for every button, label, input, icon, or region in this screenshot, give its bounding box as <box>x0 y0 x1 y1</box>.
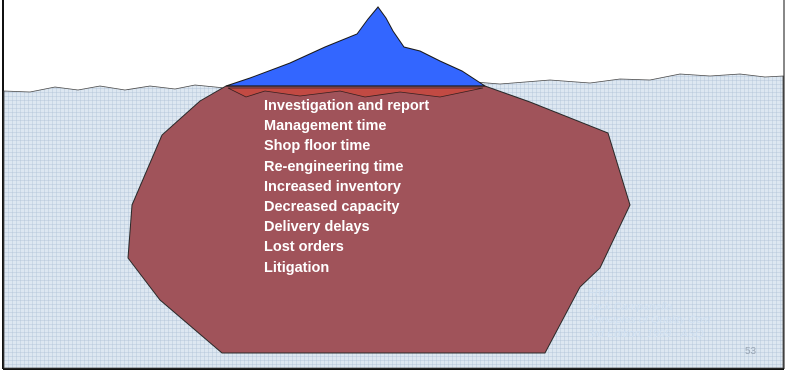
waterline-band <box>227 87 484 98</box>
hidden-cost-item: Lost orders <box>264 239 344 256</box>
citation-line: Jack Campanella <box>588 300 673 313</box>
citation-line: From: <box>588 287 617 299</box>
slide-number: 53 <box>745 346 757 357</box>
source-citation: From: Jack Campanella Principles of Qual… <box>588 287 711 341</box>
hidden-cost-item: Decreased capacity <box>264 199 400 216</box>
hidden-cost-item: Increased inventory <box>264 178 401 195</box>
hidden-cost-item: Investigation and report <box>264 98 430 114</box>
hidden-cost-item: Delivery delays <box>264 219 370 236</box>
hidden-cost-item: Re-engineering time <box>264 158 404 175</box>
hidden-cost-item: Litigation <box>264 259 330 276</box>
hidden-cost-item: Management time <box>264 118 387 135</box>
iceberg-tip <box>225 6 487 87</box>
iceberg-submerged <box>127 85 631 354</box>
hidden-costs-list: Investigation and report Management time… <box>264 96 429 278</box>
citation-line: Principles of Quality Cost <box>588 314 711 326</box>
hidden-cost-item: Shop floor time <box>264 138 371 155</box>
citation-line: 3rd Edition, 1999 - ASQ <box>588 327 704 340</box>
